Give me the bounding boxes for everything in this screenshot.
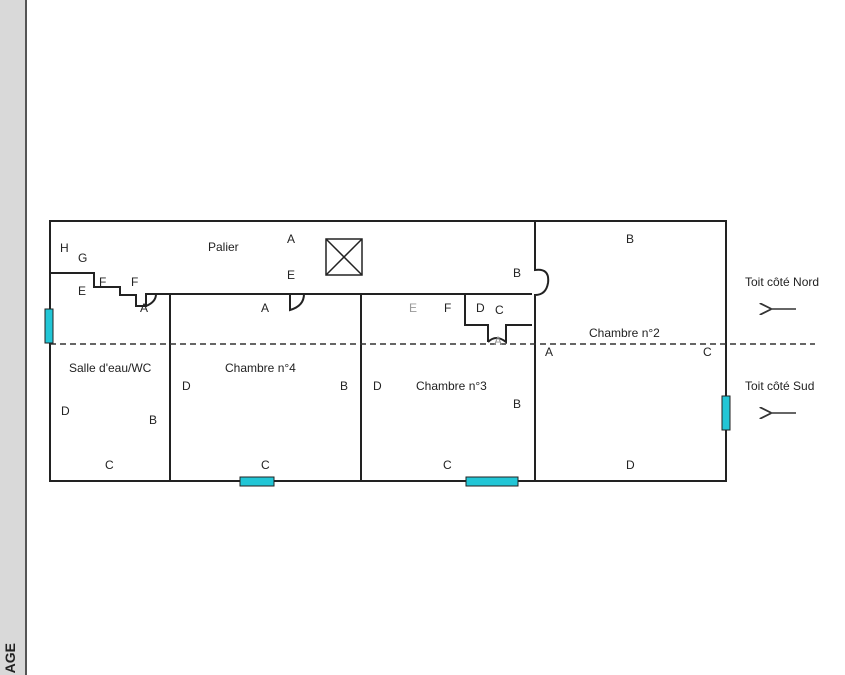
- room-chambre3: Chambre n°3: [416, 379, 487, 393]
- wall-letter: F: [99, 275, 106, 289]
- door-arc-chambre4: [289, 293, 305, 312]
- wall-letter: C: [703, 345, 712, 359]
- room-palier: Palier: [208, 240, 239, 254]
- wall-letter: C: [495, 303, 504, 317]
- wall-letter: H: [60, 241, 69, 255]
- room-salle-eau: Salle d'eau/WC: [69, 361, 152, 375]
- wall-letter: D: [626, 458, 635, 472]
- wall-letter: E: [78, 284, 86, 298]
- wall-letter: F: [444, 301, 451, 315]
- wall-letter: C: [443, 458, 452, 472]
- room-chambre2: Chambre n°2: [589, 326, 660, 340]
- chambre3-notch: [464, 294, 489, 342]
- palier-boundary: [50, 272, 532, 307]
- wall-letter: D: [476, 301, 485, 315]
- wall-letter: C: [261, 458, 270, 472]
- wall-letter: G: [78, 251, 87, 265]
- window-chambre4: [239, 476, 275, 487]
- wall-letter: E: [287, 268, 295, 282]
- window-chambre2: [721, 395, 731, 431]
- wall-chambre3-chambre2: [534, 221, 550, 481]
- roof-north-label: Toit côté Nord: [745, 275, 819, 289]
- room-chambre4: Chambre n°4: [225, 361, 296, 375]
- stair-shaft-icon: [325, 238, 363, 276]
- wall-letter: F: [131, 275, 138, 289]
- wall-letter: E: [409, 301, 417, 315]
- windows: [44, 308, 731, 487]
- roof-south-label: Toit côté Sud: [745, 379, 814, 393]
- wall-letter: B: [626, 232, 634, 246]
- wall-letter: C: [105, 458, 114, 472]
- wall-letter: A: [287, 232, 295, 246]
- wall-letter: D: [182, 379, 191, 393]
- wall-letter: B: [513, 397, 521, 411]
- wall-letter: D: [373, 379, 382, 393]
- wall-letter: B: [340, 379, 348, 393]
- wall-letter: A: [140, 301, 148, 315]
- wall-letter: D: [61, 404, 70, 418]
- wall-letter: B: [149, 413, 157, 427]
- window-salle-eau: [44, 308, 54, 344]
- chambre3-door: [487, 324, 532, 345]
- wall-letter: B: [513, 266, 521, 280]
- walls: [49, 220, 727, 482]
- outer-wall: [49, 220, 727, 482]
- wall-letter: A: [261, 301, 269, 315]
- door-arc-salle: [145, 293, 157, 307]
- left-sidebar: AGE: [0, 0, 27, 675]
- wall-letter: A: [545, 345, 553, 359]
- wall-letter: A: [494, 334, 502, 348]
- window-chambre3: [465, 476, 519, 487]
